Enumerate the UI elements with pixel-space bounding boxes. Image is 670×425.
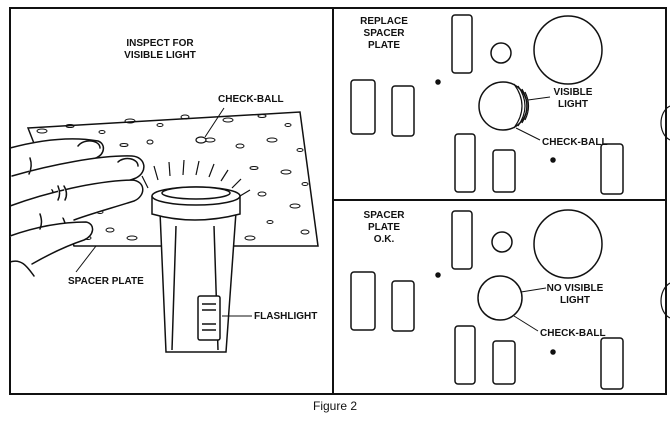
check-ball-label-bottom: CHECK-BALL — [540, 328, 606, 339]
top-title-line2: SPACER — [363, 28, 405, 39]
figure-caption: Figure 2 — [312, 399, 358, 413]
visible-light-glow — [513, 83, 530, 129]
left-title-line2: VISIBLE LIGHT — [124, 50, 196, 61]
visible-light-leader — [527, 96, 551, 101]
check-ball-leader-left — [204, 107, 225, 138]
bottom-title-line1: SPACER — [363, 210, 405, 221]
visible-light-label: VISIBLE LIGHT — [545, 87, 601, 111]
no-visible-light-label: NO VISIBLE LIGHT — [537, 283, 613, 307]
spacer-plate-leader — [75, 245, 97, 273]
spacer-plate-holes — [36, 114, 310, 241]
left-panel-title: INSPECT FOR VISIBLE LIGHT — [100, 38, 220, 62]
light-rays — [141, 159, 251, 197]
bottom-title-line2: PLATE — [367, 222, 401, 233]
bottom-right-panel-title: SPACER PLATE O.K. — [354, 210, 414, 246]
flashlight-drawing — [151, 186, 241, 353]
left-title-line1: INSPECT FOR — [126, 38, 194, 49]
spacer-plate-label: SPACER PLATE — [68, 276, 144, 287]
edge-shape-top — [660, 105, 670, 141]
check-ball-label-top: CHECK-BALL — [542, 137, 608, 148]
plate-diagram-bottom — [350, 209, 624, 390]
check-ball-label-left: CHECK-BALL — [218, 94, 284, 105]
hand-drawing — [9, 138, 145, 277]
check-ball-leader-top — [515, 127, 541, 141]
top-title-line1: REPLACE — [360, 16, 408, 27]
top-title-line3: PLATE — [367, 40, 401, 51]
bottom-title-line3: O.K. — [373, 234, 395, 245]
edge-shape-bottom — [660, 282, 670, 319]
flashlight-label: FLASHLIGHT — [254, 311, 318, 322]
visible-light-line2: LIGHT — [558, 99, 588, 110]
no-visible-light-leader — [520, 287, 547, 293]
plate-diagram-top — [350, 14, 624, 195]
top-right-panel-title: REPLACE SPACER PLATE — [354, 16, 414, 52]
check-ball-left — [195, 136, 207, 144]
no-visible-light-line1: NO VISIBLE — [546, 283, 604, 294]
check-ball-leader-bottom — [513, 315, 539, 332]
visible-light-line1: VISIBLE — [553, 87, 593, 98]
no-visible-light-line2: LIGHT — [560, 295, 590, 306]
